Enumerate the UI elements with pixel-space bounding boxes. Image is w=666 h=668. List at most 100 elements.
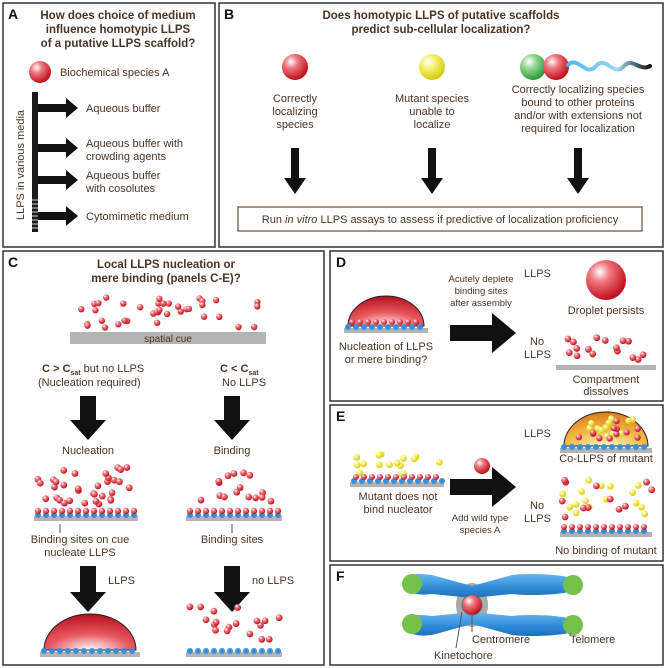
binding-site: [369, 324, 375, 330]
bound-molecule: [433, 474, 439, 480]
molecule: [60, 481, 68, 489]
bound-molecule: [381, 319, 387, 325]
panel-b-title-1: Does homotypic LLPS of putative scaffold…: [322, 10, 559, 22]
panel-f-border: [329, 564, 664, 666]
binding-site: [105, 648, 111, 654]
spatial-cue-label: spatial cue: [144, 334, 192, 345]
d-arrow-text-3: after assembly: [450, 298, 512, 309]
left-condition-line2: (Nucleation required): [38, 377, 141, 389]
mutant-molecule: [582, 497, 589, 505]
bound-molecule: [361, 474, 367, 480]
no-llps-molecules: [186, 603, 283, 657]
molecule: [246, 471, 254, 479]
species-a-sphere: [29, 61, 51, 83]
molecule: [153, 319, 161, 327]
molecule: [606, 495, 614, 503]
telomere-upper-left: [402, 574, 422, 594]
molecule: [589, 350, 597, 358]
bound-molecule: [561, 524, 567, 530]
molecule: [625, 337, 632, 345]
molecule: [156, 306, 163, 314]
bound-molecule: [266, 507, 274, 515]
molecule: [174, 303, 182, 310]
molecule: [185, 305, 193, 313]
binding-site: [585, 444, 591, 450]
molecule: [267, 497, 275, 505]
binding-site: [275, 648, 281, 654]
chromatid-upper: [402, 573, 583, 598]
localizing-species-sphere: [543, 54, 569, 80]
e-add-2: species A: [460, 525, 501, 536]
mutant-molecule: [353, 453, 361, 461]
d-droplet-dome: [347, 295, 425, 327]
correct-species-sphere: [282, 54, 308, 80]
molecule: [123, 464, 131, 471]
chromatid-lower: [402, 612, 583, 637]
panel-a-label: A: [8, 6, 18, 22]
molecule: [137, 304, 144, 311]
panel-f-label: F: [336, 568, 345, 584]
panel-a-title-2: influence homotypic LLPS: [46, 24, 191, 36]
llps-cue: [40, 652, 140, 657]
bound-molecule: [385, 474, 391, 480]
bound-molecule: [66, 507, 74, 515]
mutant-molecule: [578, 488, 586, 495]
bound-molecule: [413, 319, 419, 325]
molecule: [74, 485, 82, 493]
bound-molecule: [74, 507, 82, 515]
d-persistent-droplet: [586, 260, 626, 300]
binding-site: [259, 648, 265, 654]
mutant-molecule: [607, 482, 614, 490]
bound-molecule: [130, 507, 138, 515]
medium-4-label: Cytomimetic medium: [86, 211, 189, 223]
mutant-molecule: [641, 510, 649, 518]
mutant-molecule: [375, 451, 383, 459]
partner-protein-sphere: [520, 54, 546, 80]
binding-site: [641, 444, 647, 450]
molecule: [92, 307, 99, 314]
molecule: [585, 345, 592, 353]
molecule: [558, 497, 566, 505]
bound-molecule: [409, 474, 415, 480]
telomere-lower-right: [563, 615, 583, 635]
d-arrow-text-1: Acutely deplete: [449, 274, 514, 285]
molecule: [234, 604, 242, 611]
molecule: [210, 607, 218, 615]
binding-molecules: [186, 469, 282, 521]
molecule: [622, 502, 629, 510]
molecule: [212, 626, 219, 634]
right-condition: C < Csat: [220, 363, 259, 377]
molecule: [634, 356, 642, 363]
binding-site: [561, 444, 567, 450]
molecule: [90, 490, 98, 498]
bound-molecule: [122, 507, 130, 515]
mutant-molecule: [399, 455, 407, 462]
bound-molecule: [405, 319, 411, 325]
molecule: [224, 472, 232, 480]
telomere-upper-right: [563, 575, 583, 595]
binding-site: [73, 648, 79, 654]
bound-molecule: [202, 507, 210, 515]
molecule: [254, 303, 261, 310]
molecule: [629, 354, 637, 362]
molecule: [573, 345, 581, 352]
molecule: [253, 617, 261, 625]
llps-droplet-base: [40, 648, 140, 657]
bound-molecule: [210, 507, 218, 515]
media-arrows: [38, 98, 78, 226]
bound-molecule: [34, 507, 42, 515]
molecule: [51, 483, 58, 491]
molecule: [197, 496, 205, 504]
bound-molecule: [258, 507, 266, 515]
medium-2-label-1: Aqueous buffer with: [86, 138, 183, 150]
binding-site: [601, 444, 607, 450]
binding-site: [235, 648, 241, 654]
binding-site: [345, 324, 351, 330]
d-arrow-text-2: binding sites: [455, 286, 508, 297]
col1-line1: Correctly: [273, 93, 318, 105]
bound-molecule: [377, 474, 383, 480]
bound-molecule: [585, 524, 591, 530]
mutant-molecule: [625, 417, 632, 424]
molecule: [240, 469, 247, 477]
binding-site: [195, 648, 201, 654]
